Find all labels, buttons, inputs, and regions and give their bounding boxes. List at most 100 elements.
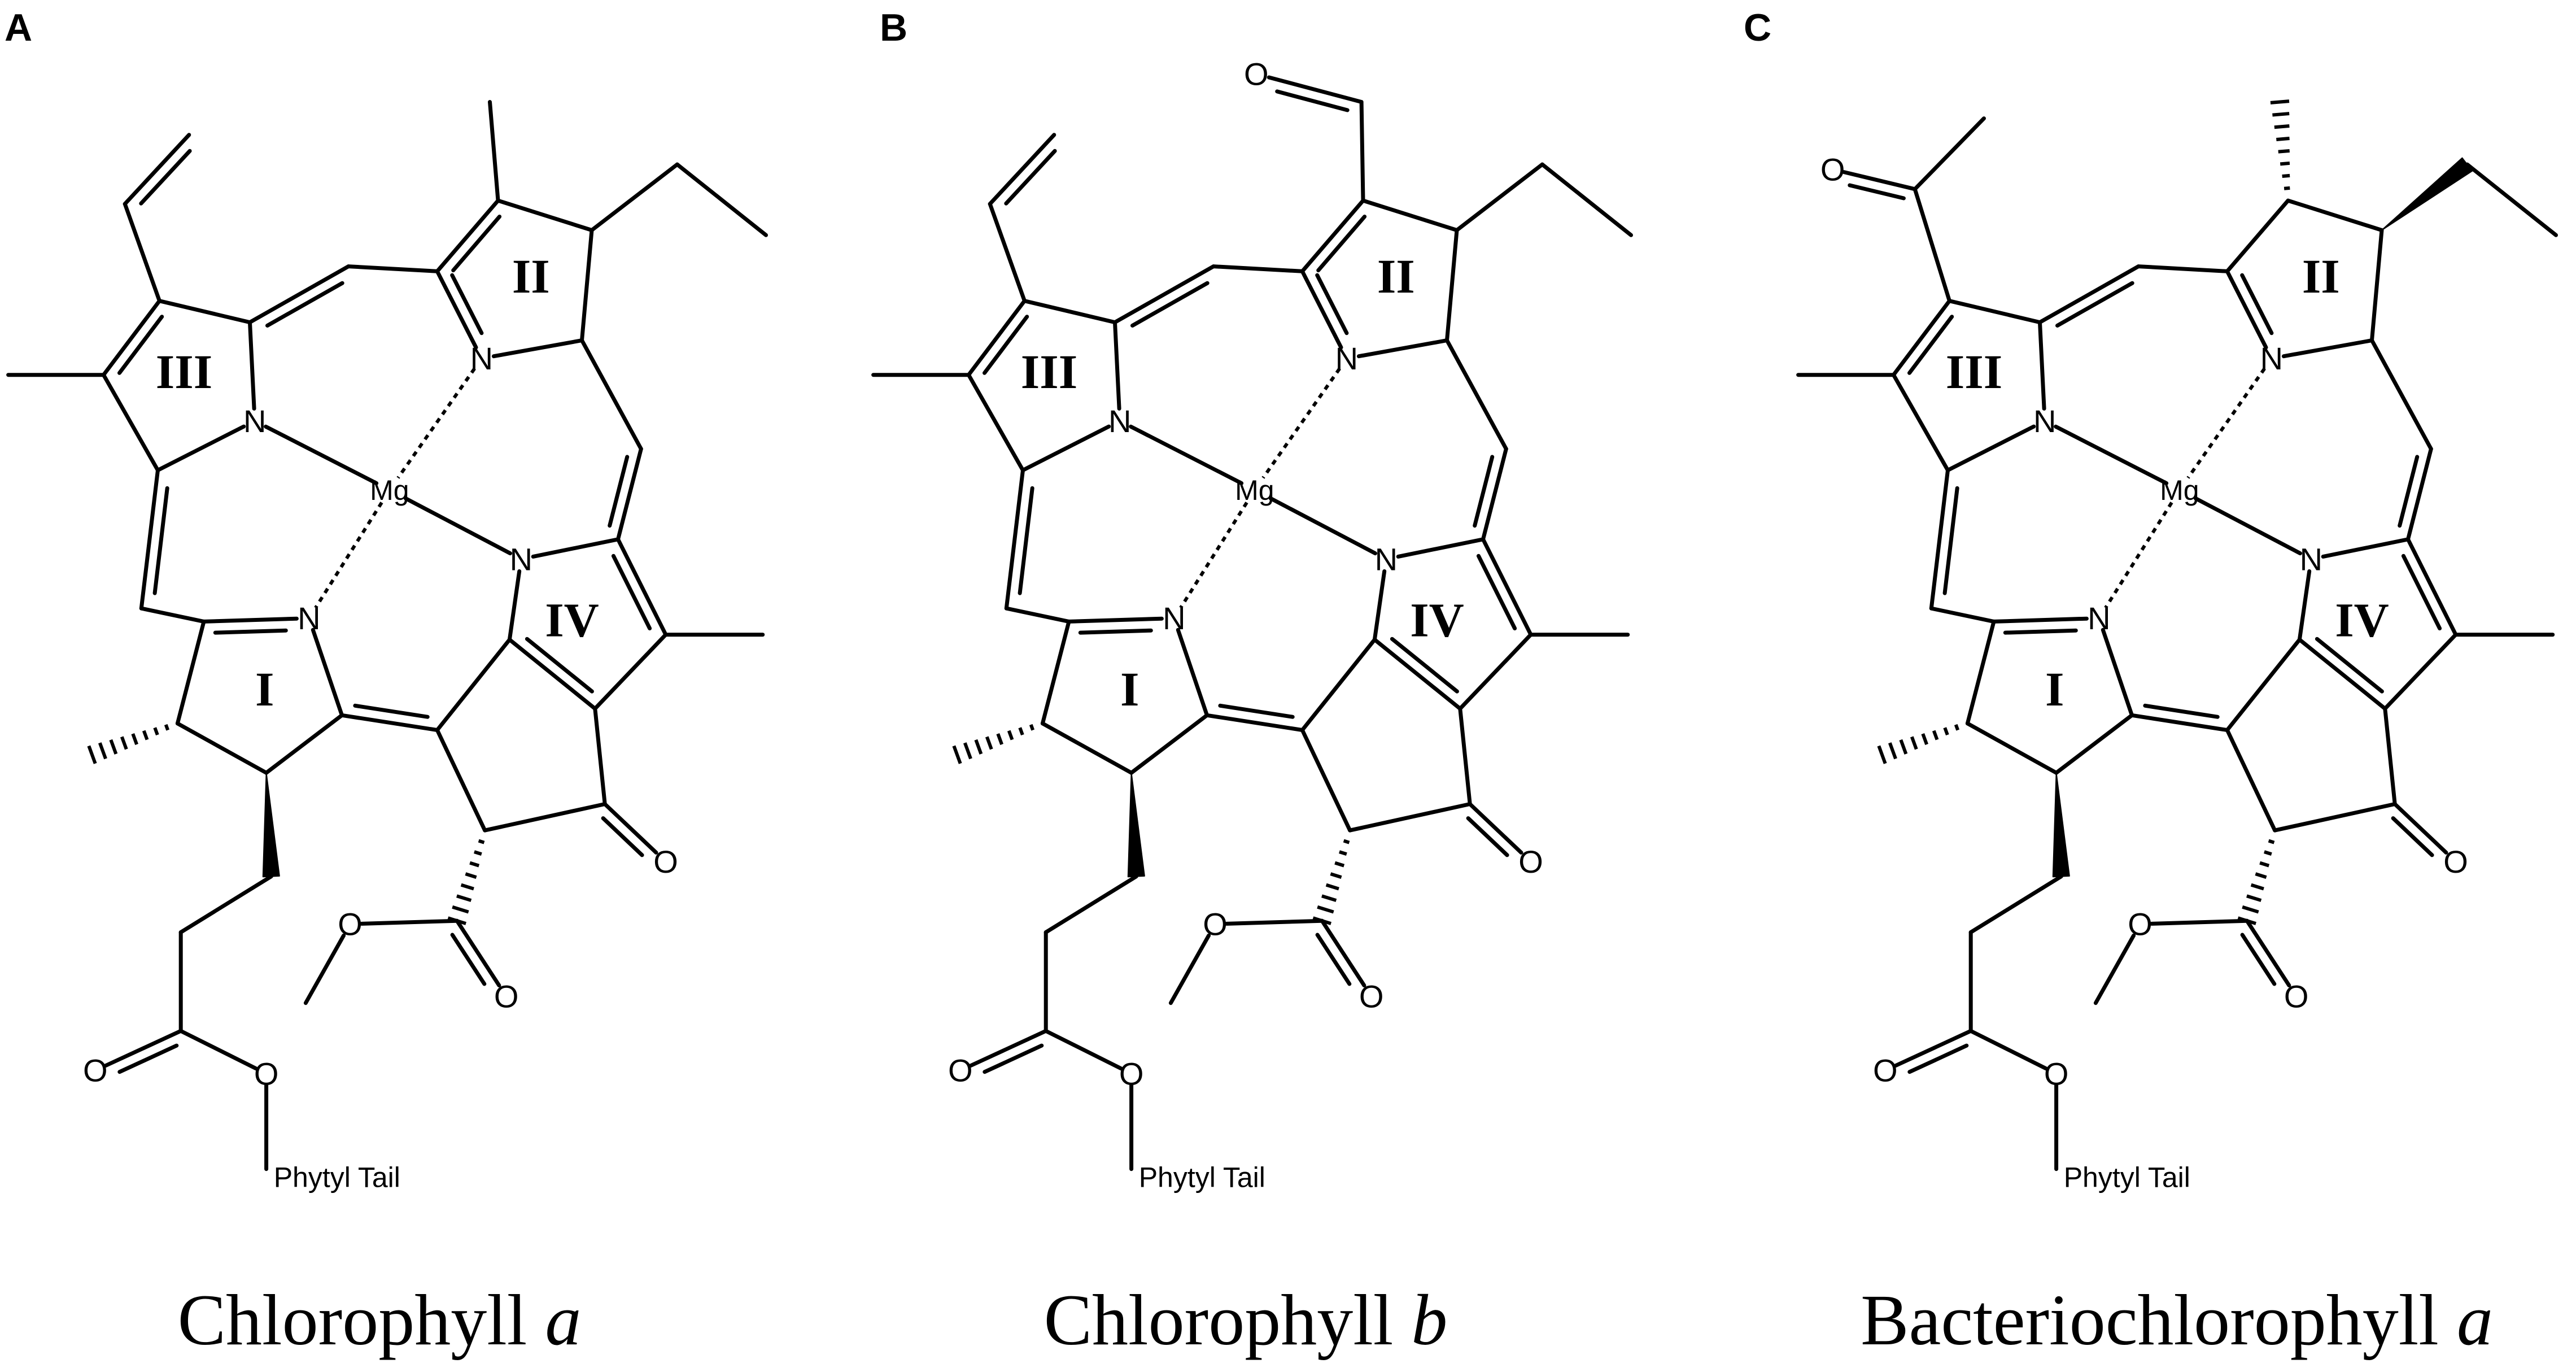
ring-i-hashed-methyl xyxy=(1877,724,1960,764)
ring-e-hashed-bond xyxy=(1312,839,1350,925)
hash-stroke xyxy=(1954,724,1960,731)
ring-e-hashed-bond xyxy=(447,839,485,925)
acetyl-oxygen: O xyxy=(1820,151,1845,187)
ring-iv-double-bond xyxy=(1481,537,1533,637)
keto-double-bond-second-line xyxy=(601,816,644,857)
mg-n-bond xyxy=(264,424,379,485)
hash-stroke xyxy=(2264,850,2272,856)
hash-stroke xyxy=(2242,905,2259,914)
hash-stroke xyxy=(1321,894,1337,902)
keto-oxygen: O xyxy=(1518,844,1543,879)
hash-stroke xyxy=(2280,161,2290,166)
hash-stroke xyxy=(1325,883,1339,891)
meso-bridge-double-bond-second-line xyxy=(1218,703,1295,719)
ring-i-wedge-bond xyxy=(262,772,280,878)
ring-i-bond xyxy=(1129,713,1209,775)
ring-i-bond xyxy=(2054,713,2134,775)
ring-i-double-bond-second-line xyxy=(2003,628,2078,635)
ring-iii-bond xyxy=(966,373,1025,472)
ring-ii-bond xyxy=(1445,228,1459,343)
keto-double-bond xyxy=(1468,802,1523,855)
ring-iv-bond xyxy=(2383,633,2458,711)
ethyl-bond xyxy=(1455,162,1544,232)
meso-bridge-double-bond xyxy=(1004,468,1025,611)
hash-stroke xyxy=(2255,872,2267,879)
hash-stroke xyxy=(1018,727,1024,736)
ring-ii-bond xyxy=(2281,338,2374,359)
ester-carbonyl-double-bond xyxy=(1893,1029,1973,1068)
ethyl-bond xyxy=(590,162,679,232)
hash-stroke xyxy=(109,739,118,755)
hash-stroke xyxy=(2250,883,2264,891)
ring-label-ii: II xyxy=(1377,249,1415,303)
formyl-double-bond xyxy=(1267,75,1364,104)
ring-iii-bond xyxy=(1113,320,1121,411)
ring-i-nitrogen: N xyxy=(2088,600,2110,636)
mg-coordination-bond xyxy=(314,502,383,609)
hash-stroke xyxy=(1334,861,1345,868)
propionate-chain-bond xyxy=(1968,874,2063,934)
ring-iii-bond xyxy=(2038,320,2046,411)
ring-iii-bond xyxy=(248,320,256,411)
methyl-ester-carbonyl-oxygen: O xyxy=(1359,979,1384,1014)
ring-i-wedge-bond xyxy=(1127,772,1145,878)
ester-carbonyl-double-bond-second-line xyxy=(117,1043,179,1074)
ring-iv-bond xyxy=(507,569,522,642)
hash-stroke xyxy=(1343,839,1350,844)
hash-stroke xyxy=(2276,137,2290,141)
acetyl-methyl-bond xyxy=(1913,116,1986,191)
mg-coordination-bond xyxy=(396,367,476,479)
methyl-ester-double-bond-second-line xyxy=(1315,933,1352,986)
meso-bridge-double-bond xyxy=(1929,468,1950,611)
ring-e-bond xyxy=(2225,728,2277,833)
ring-i-bond xyxy=(175,721,269,775)
ring-i-double-bond-second-line xyxy=(1078,628,1153,635)
ring-label-ii: II xyxy=(2302,249,2340,303)
ring-iii-bond xyxy=(1022,299,1117,325)
mg-n-bond xyxy=(2054,424,2169,485)
hash-stroke xyxy=(469,861,480,868)
ring-iv-inner-double-bond-second-line xyxy=(525,637,594,694)
ring-e-bond xyxy=(1348,802,1472,833)
ring-iv-nitrogen: N xyxy=(510,541,532,577)
methyl-ester-double-bond xyxy=(2245,918,2291,988)
methyl-ester-bond xyxy=(1224,918,1324,926)
vinyl-double-bond xyxy=(988,133,1056,206)
panel-letter: C xyxy=(1744,6,1771,49)
meso-bridge-double-bond xyxy=(2406,447,2433,542)
ester-carbonyl-oxygen: O xyxy=(948,1053,973,1088)
ring-e-bond xyxy=(1458,707,1472,806)
meso-bridge-bond xyxy=(1004,606,1071,624)
hash-stroke xyxy=(142,730,149,741)
ring-iv-inner-double-bond xyxy=(2297,637,2387,711)
ring-i-wedge-bond xyxy=(2052,772,2070,878)
hash-stroke xyxy=(98,742,107,760)
ring-iv-nitrogen: N xyxy=(2300,541,2322,577)
ethyl-bond xyxy=(1540,162,1633,237)
hash-stroke xyxy=(456,894,472,902)
ring-i-double-bond xyxy=(1992,616,2089,624)
methyl-ester-methyl-bond xyxy=(303,933,346,1005)
methyl-ester-bond xyxy=(2149,918,2249,926)
meso-bridge-bond xyxy=(2370,338,2433,451)
ring-iii-bond xyxy=(1021,424,1111,472)
ester-carbonyl-double-bond xyxy=(968,1029,1048,1068)
hash-stroke xyxy=(963,742,972,760)
ring-iv-inner-double-bond-second-line xyxy=(1390,637,1459,694)
ring-iv-bond xyxy=(1458,633,1533,711)
ring-iii-nitrogen: N xyxy=(2033,403,2056,439)
methyl-ester-double-bond-second-line xyxy=(450,933,487,986)
ring-i-nitrogen: N xyxy=(1163,600,1185,636)
ring-label-iv: IV xyxy=(545,593,599,647)
ring-iii-nitrogen: N xyxy=(243,403,266,439)
hash-stroke xyxy=(2259,861,2270,868)
hash-stroke xyxy=(2272,112,2290,117)
propionate-chain-bond xyxy=(1044,874,1138,934)
methyl-ester-double-bond-second-line xyxy=(2240,933,2277,986)
ring-iv-bond xyxy=(1396,537,1485,559)
ring-iv-double-bond xyxy=(616,537,668,637)
ring-ii-double-bond xyxy=(435,198,500,273)
hash-stroke xyxy=(164,724,170,731)
formyl-double-bond-second-line xyxy=(1275,89,1350,112)
ring-iv-inner-double-bond xyxy=(1372,637,1462,711)
